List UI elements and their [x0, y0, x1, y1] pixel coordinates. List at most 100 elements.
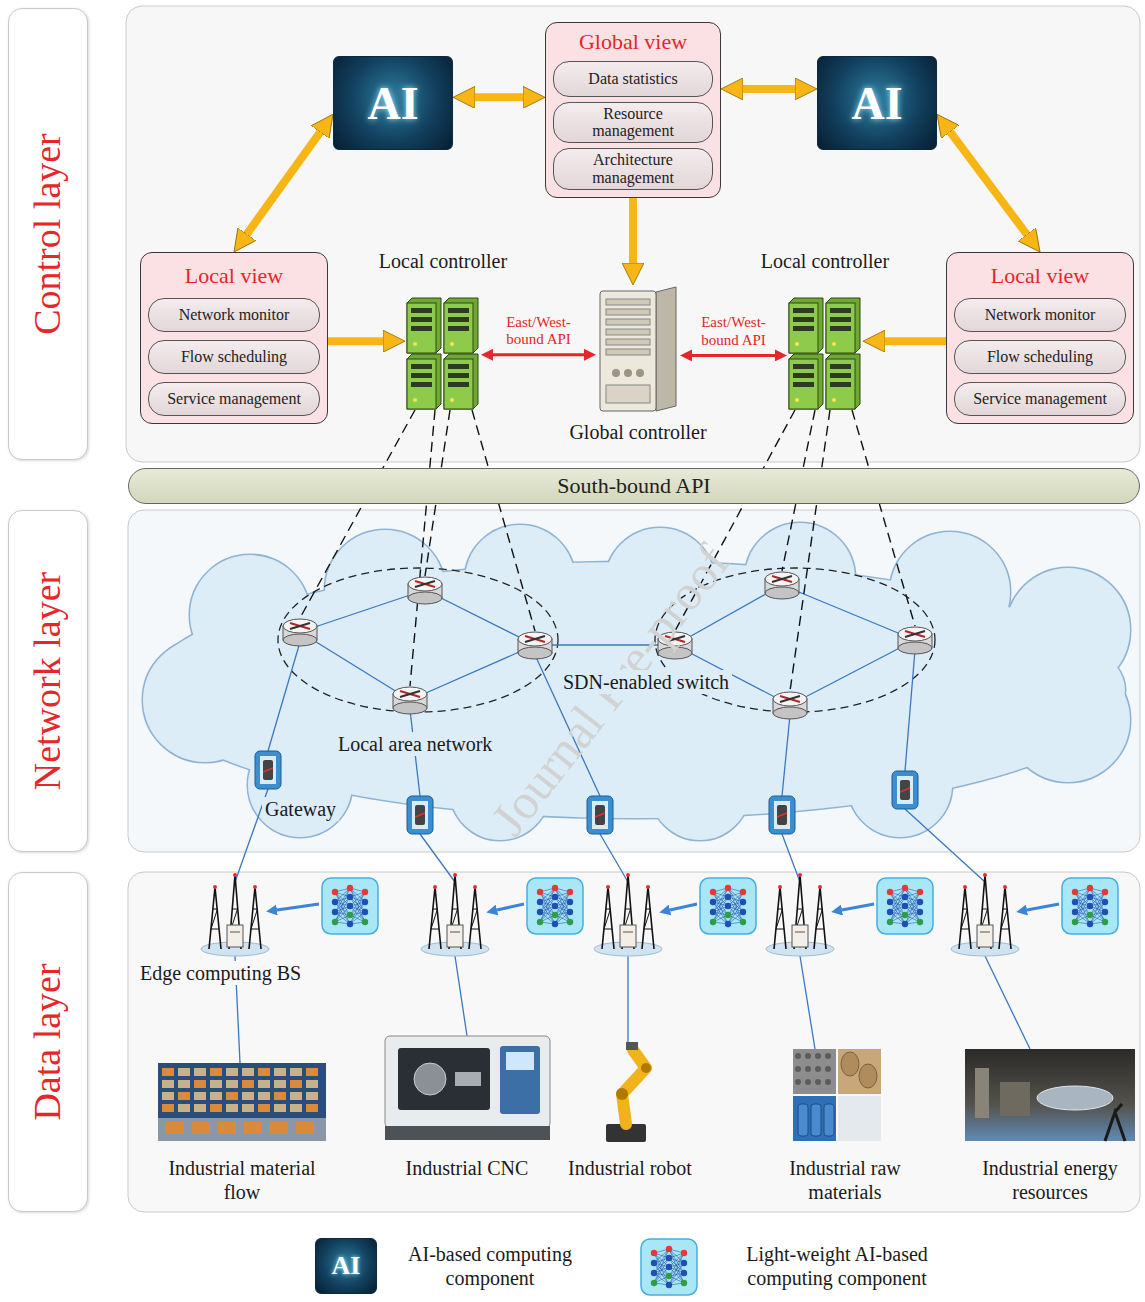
gateway-icon [769, 796, 795, 834]
antenna-tip [1003, 885, 1007, 889]
warehouse-box [178, 1080, 190, 1088]
network-neuron [651, 1260, 657, 1266]
local-view-box: Local viewNetwork monitorFlow scheduling… [946, 252, 1134, 424]
server-bay [411, 308, 432, 313]
sdn-switch-icon [283, 619, 317, 646]
edge-label: East/West- bound API [497, 313, 581, 348]
network-neuron [362, 919, 368, 925]
network-neuron [917, 899, 923, 905]
network-neuron [347, 894, 353, 900]
switch-top [518, 632, 552, 646]
switch-arrow [400, 691, 420, 697]
server-led [832, 398, 836, 402]
server-unit [407, 298, 441, 353]
server-bay [448, 364, 469, 369]
function-text: Service management [973, 390, 1107, 408]
antenna-brace [1001, 909, 1009, 929]
server-bay [411, 364, 432, 369]
server-icon [405, 295, 481, 410]
network-neuron [1072, 899, 1078, 905]
gateway-mark [777, 813, 787, 817]
cloud-part [890, 532, 1010, 652]
switch-arrow [290, 623, 310, 629]
warehouse-box [290, 1104, 302, 1112]
network-neuron [332, 889, 338, 895]
tower-panel [606, 385, 650, 403]
network-neuron [666, 1264, 672, 1270]
server-led [832, 342, 836, 346]
icon-frame [1062, 878, 1118, 934]
robot-joint [616, 1088, 628, 1100]
switch-base [773, 707, 807, 719]
switch-arrow [525, 636, 545, 642]
lan-boundary [278, 568, 558, 712]
local-controller: Local controller [787, 295, 863, 410]
warehouse-box [192, 1122, 210, 1134]
antenna-brace [431, 909, 439, 929]
server-bay [830, 364, 851, 369]
controller-label: Global controller [569, 421, 706, 444]
server-bay [793, 373, 814, 378]
antenna-brace [604, 909, 612, 929]
raw-materials-picture [793, 1049, 881, 1141]
warehouse-box [290, 1092, 302, 1100]
antenna-brace [644, 909, 652, 929]
switch-base [898, 642, 932, 654]
server-led [795, 342, 799, 346]
global-view-box: Global viewData statisticsResource manag… [545, 22, 721, 198]
server-led [413, 342, 417, 346]
warehouse-box [258, 1068, 270, 1076]
antenna-tip [646, 885, 650, 889]
energy-picture [965, 1049, 1135, 1141]
icon-frame [877, 878, 933, 934]
warehouse-box [258, 1104, 270, 1112]
switch-top [773, 692, 807, 706]
base-station-icon [951, 873, 1019, 956]
deploy-arrow [497, 904, 524, 910]
antenna-mast [774, 887, 786, 949]
network-neuron [332, 899, 338, 905]
layer-panel [126, 6, 1140, 462]
deploy-arrow [670, 904, 697, 910]
gravel-stone [805, 1053, 811, 1059]
network-neuron [725, 885, 731, 891]
warehouse-box [226, 1080, 238, 1088]
network-neuron [552, 912, 558, 918]
cnc-chuck [414, 1063, 446, 1095]
warehouse-box [270, 1122, 288, 1134]
gravel-stone [815, 1066, 821, 1072]
network-neuron [552, 885, 558, 891]
barrel [824, 1104, 834, 1136]
warehouse-box [162, 1080, 174, 1088]
cloud-part [890, 532, 1010, 652]
network-neuron [710, 909, 716, 915]
network-neuron [332, 909, 338, 915]
network-neuron [347, 921, 353, 927]
warehouse-box [162, 1068, 174, 1076]
switch-arrow [415, 581, 435, 587]
server-led [413, 398, 417, 402]
controller-label: Local controller [761, 250, 889, 273]
tower-side [656, 287, 676, 411]
switch-top [765, 572, 799, 586]
antenna-mast [814, 887, 826, 949]
gateway-mark [263, 768, 273, 772]
gateway-screen [897, 776, 913, 804]
server-bay [793, 308, 814, 313]
network-neuron [347, 903, 353, 909]
network-neuron [681, 1250, 687, 1256]
warehouse-box [274, 1092, 286, 1100]
server-front [789, 303, 818, 353]
switch-base [518, 647, 552, 659]
layer-panel [128, 872, 1140, 1212]
device-link [455, 956, 467, 1036]
network-neuron [666, 1282, 672, 1288]
warehouse-box [210, 1068, 222, 1076]
tower-button [636, 369, 644, 377]
network-neuron [725, 894, 731, 900]
network-neuron [666, 1255, 672, 1261]
warehouse-box [296, 1122, 314, 1134]
switch-arrow [290, 623, 310, 629]
network-neuron [902, 903, 908, 909]
